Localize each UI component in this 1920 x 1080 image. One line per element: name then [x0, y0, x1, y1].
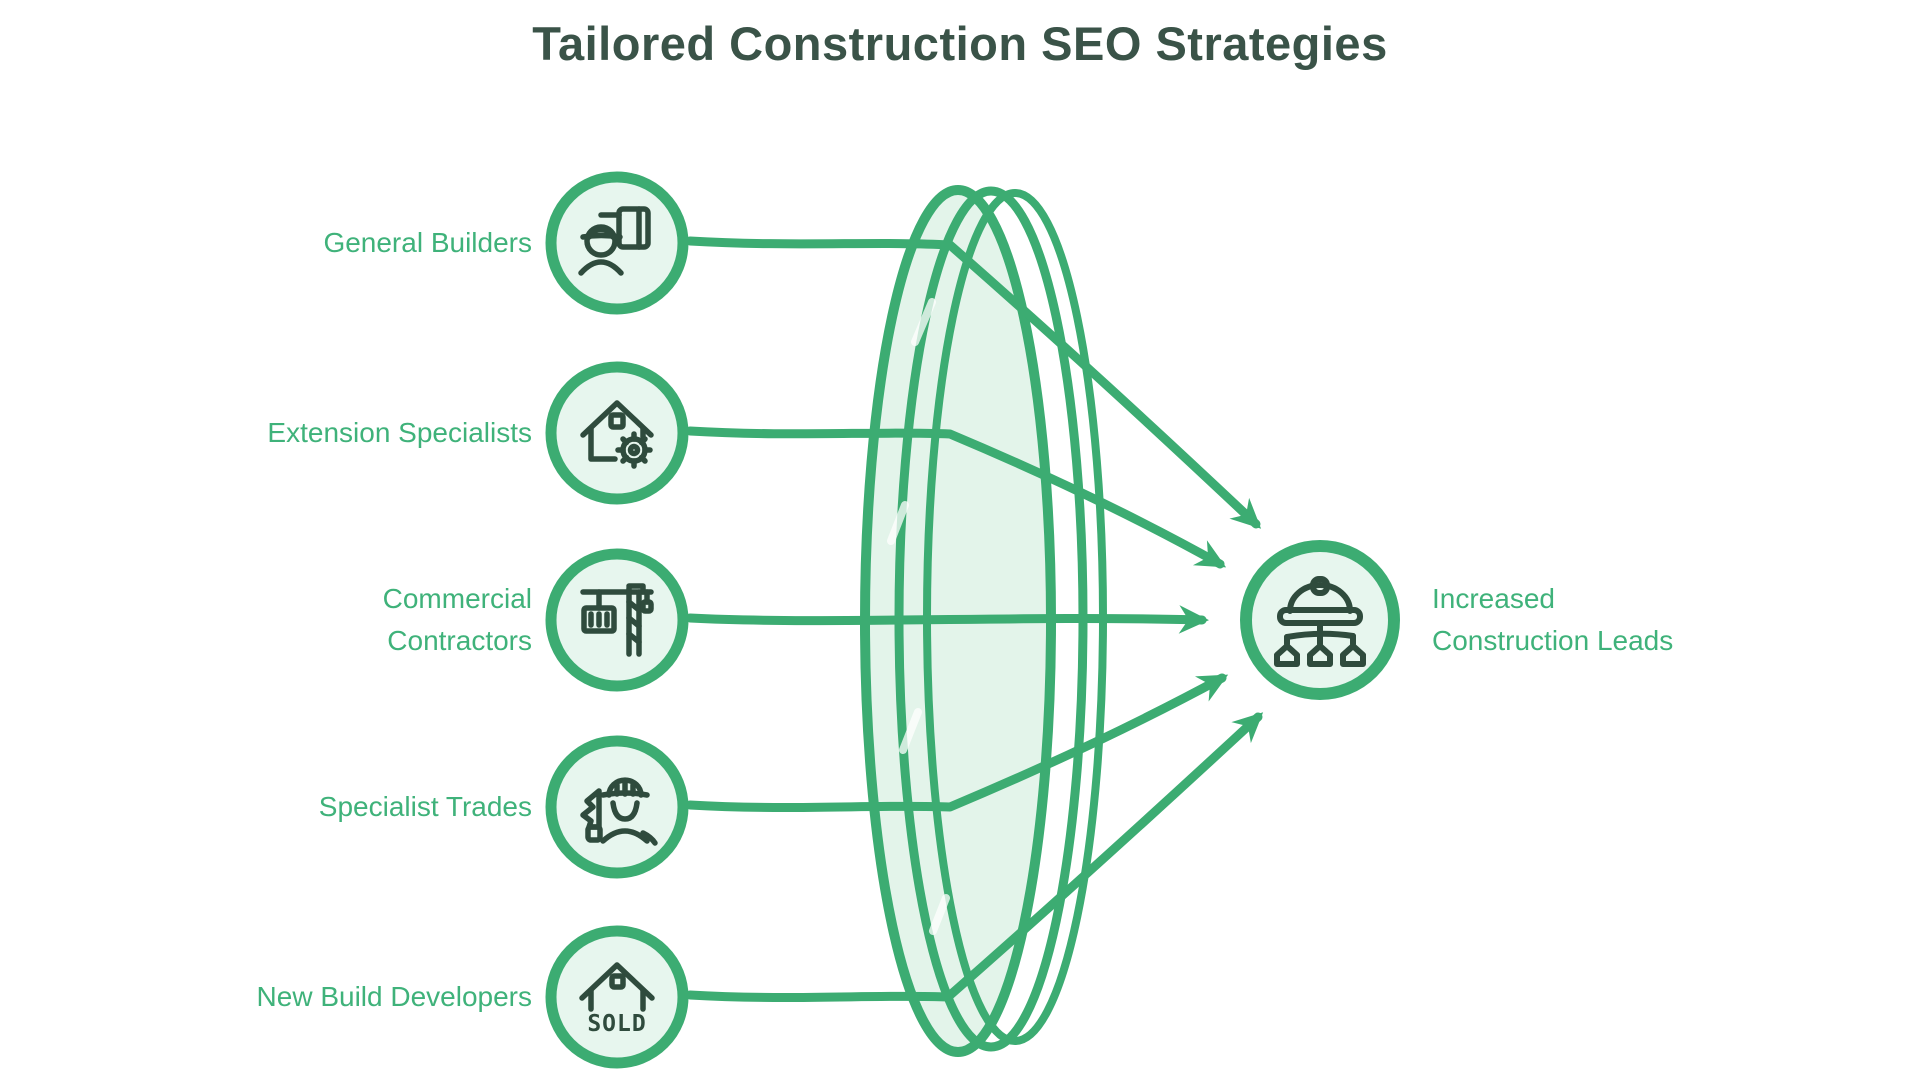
label-extension-specialists: Extension Specialists: [267, 417, 532, 448]
label-specialist-trades: Specialist Trades: [318, 791, 532, 822]
sold-text: SOLD: [587, 1011, 646, 1037]
house-gear-icon: [580, 400, 654, 469]
flow-arrow-new-build-developers: [685, 712, 1264, 1003]
builder-with-plans-icon: [578, 206, 651, 276]
label-commercial-contractors: Commercial Contractors: [382, 583, 532, 656]
lens-highlight-strokes: [887, 298, 950, 935]
label-increased-construction-leads: Increased Construction Leads: [1432, 583, 1674, 656]
page-title: Tailored Construction SEO Strategies: [532, 17, 1388, 70]
sold-house-icon: [579, 962, 655, 1012]
flow-arrow-specialist-trades: [685, 673, 1229, 813]
node-commercial-contractors: [545, 548, 689, 692]
tradesperson-saw-icon: [580, 777, 658, 846]
node-specialist-trades: [545, 735, 689, 879]
label-general-builders: General Builders: [323, 227, 532, 258]
flow-arrow-commercial-contractors: [685, 605, 1209, 634]
node-extension-specialists: [545, 361, 689, 505]
tower-crane-icon: [580, 583, 654, 657]
flow-arrow-general-builders: [685, 236, 1262, 529]
hard-hat-network-icon: [1274, 576, 1366, 667]
node-new-build-developers: SOLD: [545, 925, 689, 1069]
node-increased-construction-leads: [1240, 540, 1400, 700]
node-general-builders: [545, 171, 689, 315]
flow-arrow-extension-specialists: [685, 426, 1227, 569]
label-new-build-developers: New Build Developers: [256, 981, 532, 1012]
